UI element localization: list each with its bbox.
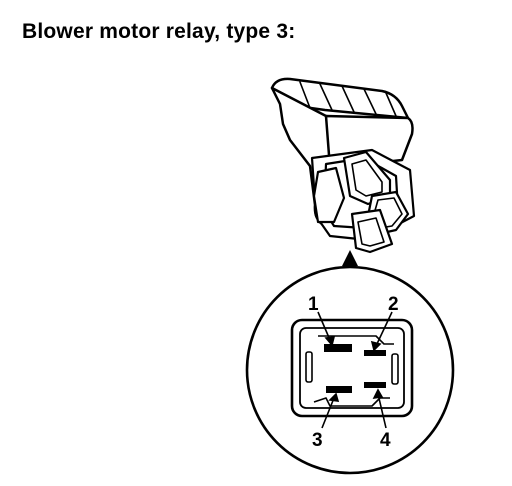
pin-4-pad xyxy=(364,382,386,388)
relay-connector xyxy=(310,148,416,254)
pin-label-3: 3 xyxy=(312,430,323,451)
pin-1-pad xyxy=(324,344,352,352)
pin-3-pad xyxy=(326,386,352,393)
connector-face xyxy=(290,318,414,418)
page-title: Blower motor relay, type 3: xyxy=(22,20,296,43)
pin-label-4: 4 xyxy=(380,430,391,451)
pin-label-1: 1 xyxy=(308,294,319,315)
leader-lines xyxy=(317,311,393,429)
terminal-left xyxy=(312,166,346,224)
pin-2-pad xyxy=(364,350,386,356)
relay-body xyxy=(270,77,414,234)
terminal-pads xyxy=(324,344,386,393)
pin-label-2: 2 xyxy=(388,294,399,315)
terminal-view-circle xyxy=(245,265,455,475)
